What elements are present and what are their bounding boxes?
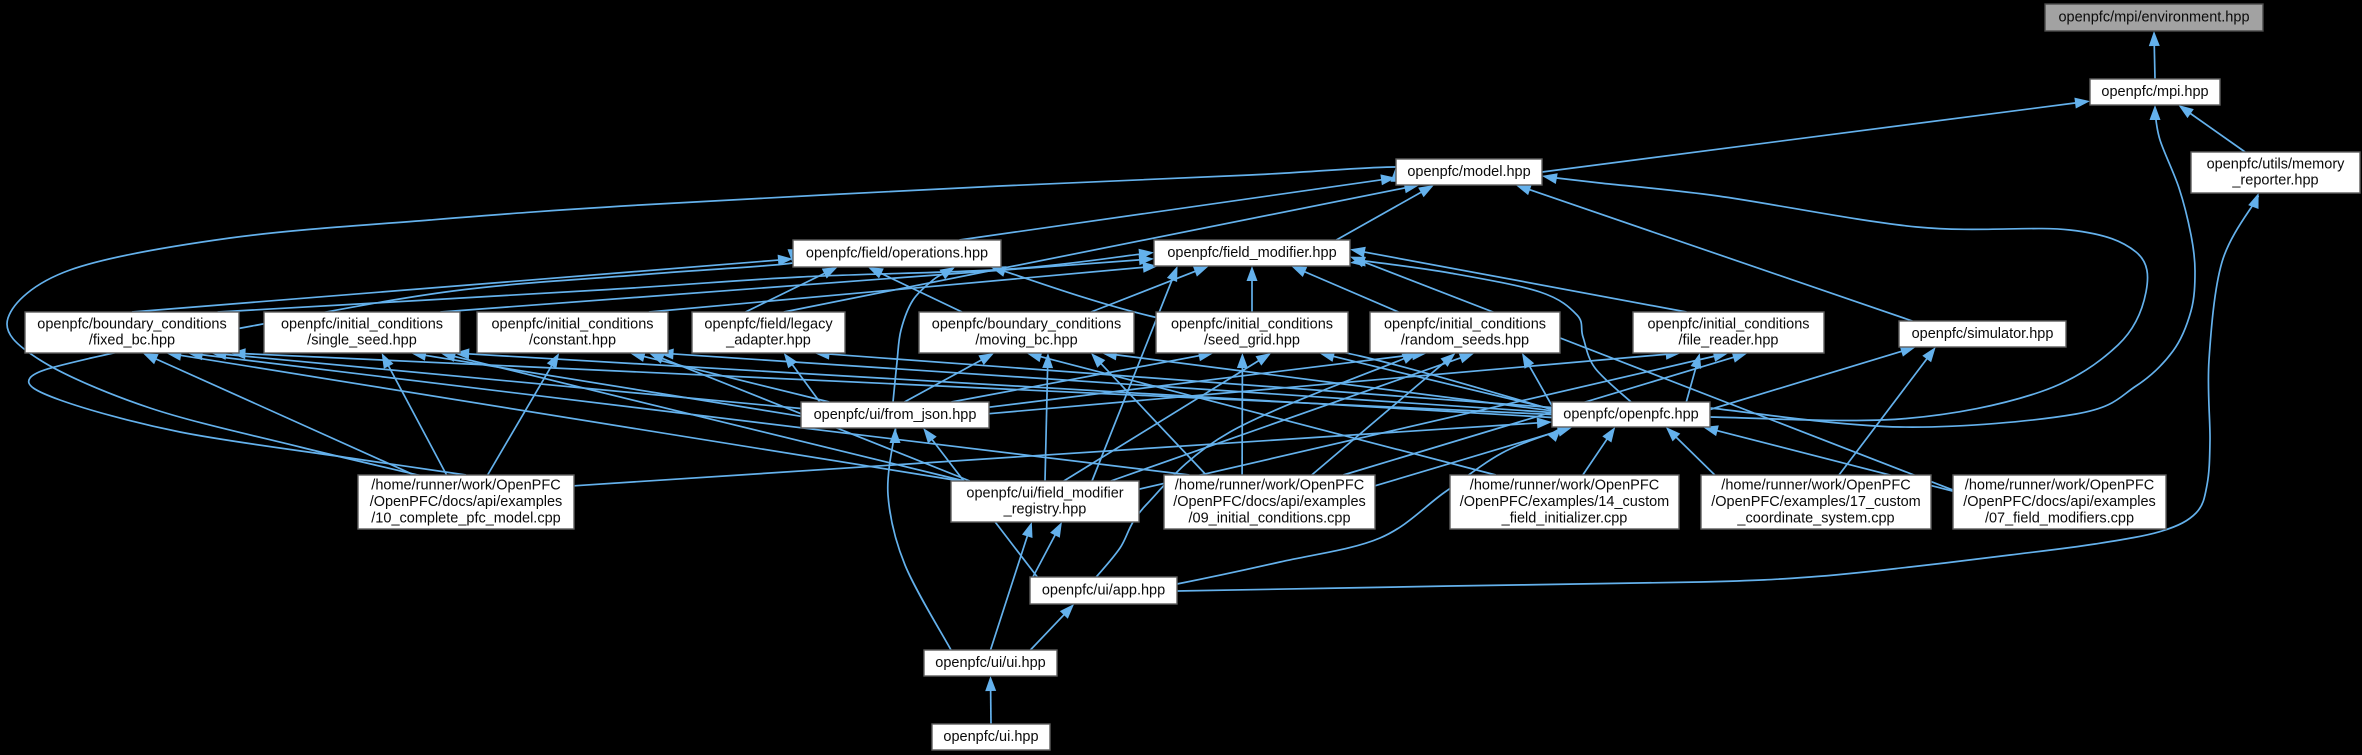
- svg-text:openpfc/ui/field_modifier: openpfc/ui/field_modifier: [966, 485, 1123, 501]
- svg-text:/OpenPFC/docs/api/examples: /OpenPFC/docs/api/examples: [1173, 494, 1366, 510]
- svg-text:openpfc/boundary_conditions: openpfc/boundary_conditions: [932, 316, 1121, 332]
- svg-text:openpfc/field_modifier.hpp: openpfc/field_modifier.hpp: [1167, 245, 1336, 261]
- svg-text:/file_reader.hpp: /file_reader.hpp: [1679, 333, 1779, 349]
- svg-text:_reporter.hpp: _reporter.hpp: [2231, 173, 2318, 189]
- svg-text:openpfc/utils/memory: openpfc/utils/memory: [2207, 156, 2346, 172]
- svg-text:/fixed_bc.hpp: /fixed_bc.hpp: [89, 333, 175, 349]
- svg-text:_field_initializer.cpp: _field_initializer.cpp: [1501, 510, 1628, 526]
- svg-text:openpfc/initial_conditions: openpfc/initial_conditions: [1171, 316, 1333, 332]
- svg-text:/OpenPFC/docs/api/examples: /OpenPFC/docs/api/examples: [1963, 494, 2156, 510]
- svg-text:openpfc/boundary_conditions: openpfc/boundary_conditions: [37, 316, 226, 332]
- svg-text:openpfc/mpi/environment.hpp: openpfc/mpi/environment.hpp: [2058, 10, 2249, 26]
- svg-text:/OpenPFC/examples/14_custom: /OpenPFC/examples/14_custom: [1460, 494, 1670, 510]
- svg-text:/moving_bc.hpp: /moving_bc.hpp: [975, 333, 1077, 349]
- svg-text:openpfc/initial_conditions: openpfc/initial_conditions: [281, 316, 443, 332]
- svg-text:openpfc/initial_conditions: openpfc/initial_conditions: [491, 316, 653, 332]
- svg-text:openpfc/ui/from_json.hpp: openpfc/ui/from_json.hpp: [814, 407, 977, 423]
- svg-text:/seed_grid.hpp: /seed_grid.hpp: [1204, 333, 1300, 349]
- svg-text:/home/runner/work/OpenPFC: /home/runner/work/OpenPFC: [1175, 478, 1364, 494]
- svg-text:_coordinate_system.cpp: _coordinate_system.cpp: [1736, 510, 1894, 526]
- svg-text:openpfc/ui.hpp: openpfc/ui.hpp: [943, 729, 1038, 745]
- svg-text:/10_complete_pfc_model.cpp: /10_complete_pfc_model.cpp: [371, 510, 560, 526]
- svg-text:openpfc/field/operations.hpp: openpfc/field/operations.hpp: [806, 246, 988, 262]
- svg-text:openpfc/field/legacy: openpfc/field/legacy: [704, 316, 833, 332]
- svg-text:openpfc/simulator.hpp: openpfc/simulator.hpp: [1912, 326, 2054, 342]
- svg-text:/OpenPFC/examples/17_custom: /OpenPFC/examples/17_custom: [1711, 494, 1921, 510]
- svg-text:_adapter.hpp: _adapter.hpp: [725, 333, 811, 349]
- svg-text:/09_initial_conditions.cpp: /09_initial_conditions.cpp: [1188, 510, 1350, 526]
- svg-text:/home/runner/work/OpenPFC: /home/runner/work/OpenPFC: [371, 478, 560, 494]
- svg-text:/constant.hpp: /constant.hpp: [529, 333, 616, 349]
- svg-text:/OpenPFC/docs/api/examples: /OpenPFC/docs/api/examples: [370, 494, 563, 510]
- svg-text:openpfc/model.hpp: openpfc/model.hpp: [1407, 164, 1530, 180]
- svg-text:openpfc/openpfc.hpp: openpfc/openpfc.hpp: [1563, 407, 1698, 423]
- svg-text:/home/runner/work/OpenPFC: /home/runner/work/OpenPFC: [1721, 478, 1910, 494]
- svg-text:_registry.hpp: _registry.hpp: [1003, 502, 1087, 518]
- svg-text:/07_field_modifiers.cpp: /07_field_modifiers.cpp: [1985, 510, 2134, 526]
- svg-text:/home/runner/work/OpenPFC: /home/runner/work/OpenPFC: [1470, 478, 1659, 494]
- svg-text:openpfc/ui/ui.hpp: openpfc/ui/ui.hpp: [935, 655, 1045, 671]
- svg-text:/home/runner/work/OpenPFC: /home/runner/work/OpenPFC: [1965, 478, 2154, 494]
- svg-text:openpfc/mpi.hpp: openpfc/mpi.hpp: [2101, 84, 2208, 100]
- svg-text:openpfc/ui/app.hpp: openpfc/ui/app.hpp: [1042, 583, 1165, 599]
- svg-text:/single_seed.hpp: /single_seed.hpp: [307, 333, 417, 349]
- svg-text:openpfc/initial_conditions: openpfc/initial_conditions: [1647, 316, 1809, 332]
- svg-text:/random_seeds.hpp: /random_seeds.hpp: [1401, 333, 1529, 349]
- svg-text:openpfc/initial_conditions: openpfc/initial_conditions: [1384, 316, 1546, 332]
